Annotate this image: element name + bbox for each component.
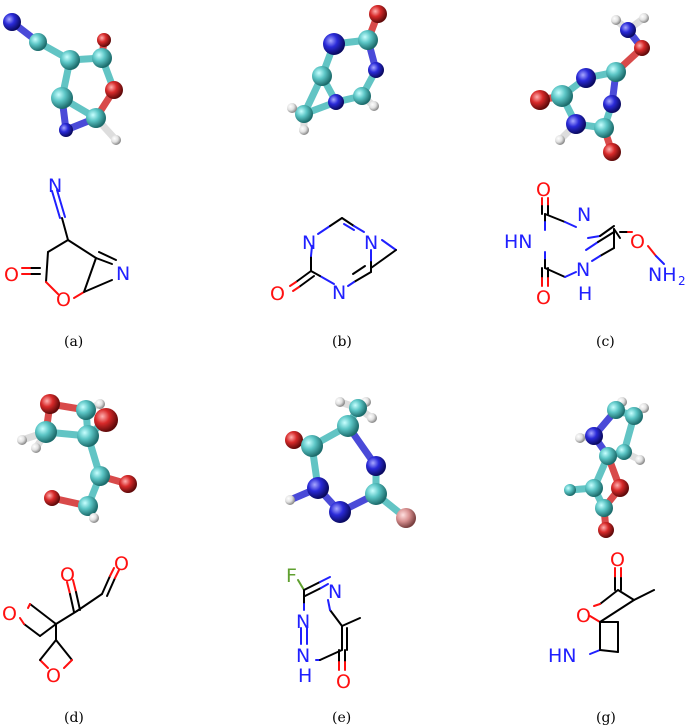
atom-label: NH bbox=[648, 264, 677, 286]
panel-caption: (d) bbox=[64, 710, 84, 726]
atom-label: N bbox=[296, 645, 310, 667]
atom-label: HN bbox=[548, 645, 577, 667]
panel-a: N O O N (a) bbox=[3, 13, 130, 350]
panel-d: O O O O (d) bbox=[2, 394, 137, 726]
atom-label: O bbox=[60, 564, 75, 586]
panel-caption: (e) bbox=[332, 710, 351, 726]
panel-c: O N HN O N O H NH 2 (c) bbox=[504, 13, 685, 350]
skeletal-formula-b: N N N O bbox=[270, 217, 397, 305]
panel-caption: (a) bbox=[64, 334, 83, 350]
atom-label: H bbox=[578, 283, 592, 305]
atom-label: N bbox=[332, 282, 346, 304]
atom-label: O bbox=[576, 605, 591, 627]
atom-label: O bbox=[270, 283, 285, 305]
atom-label: HN bbox=[504, 231, 533, 253]
atom-label: H bbox=[298, 665, 312, 687]
atom-label: N bbox=[296, 611, 310, 633]
panel-caption: (g) bbox=[596, 710, 616, 726]
atom-label: O bbox=[46, 665, 61, 687]
panel-caption: (b) bbox=[332, 334, 352, 350]
skeletal-formula-g: O O HN bbox=[548, 549, 655, 667]
panel-caption: (c) bbox=[596, 334, 615, 350]
skeletal-formula-e: F N N N H O bbox=[286, 565, 361, 693]
atom-label: O bbox=[4, 264, 19, 286]
panel-b: N N N O (b) bbox=[270, 5, 397, 350]
atom-label: O bbox=[610, 549, 625, 571]
panel-g: O O HN (g) bbox=[548, 397, 655, 726]
panel-e: F N N N H O (e) bbox=[285, 397, 416, 726]
ball-stick-model-b bbox=[287, 5, 387, 135]
atom-label: N bbox=[116, 263, 130, 285]
skeletal-formula-c: O N HN O N O H NH 2 bbox=[504, 179, 685, 309]
atom-label: O bbox=[2, 603, 17, 625]
atom-label: N bbox=[577, 204, 591, 226]
atom-label: O bbox=[114, 553, 129, 575]
ball-stick-model-c bbox=[530, 13, 650, 161]
atom-label: O bbox=[536, 179, 551, 201]
ball-stick-model-a bbox=[3, 13, 123, 145]
atom-label: N bbox=[302, 232, 316, 254]
skeletal-formula-d: O O O O bbox=[2, 553, 129, 687]
skeletal-formula-a: N O O N bbox=[4, 175, 130, 311]
ball-stick-model-d bbox=[17, 394, 137, 523]
atom-label: O bbox=[56, 289, 71, 311]
atom-label-subscript: 2 bbox=[678, 274, 685, 288]
atom-label: O bbox=[336, 671, 351, 693]
atom-label: O bbox=[630, 231, 645, 253]
atom-label: F bbox=[286, 565, 297, 587]
atom-label: O bbox=[536, 287, 551, 309]
ball-stick-model-g bbox=[564, 397, 649, 538]
atom-label: N bbox=[328, 581, 342, 603]
atom-label: N bbox=[576, 259, 590, 281]
ball-stick-model-e bbox=[285, 397, 416, 528]
atom-label: N bbox=[48, 175, 62, 197]
atom-label: N bbox=[364, 232, 378, 254]
